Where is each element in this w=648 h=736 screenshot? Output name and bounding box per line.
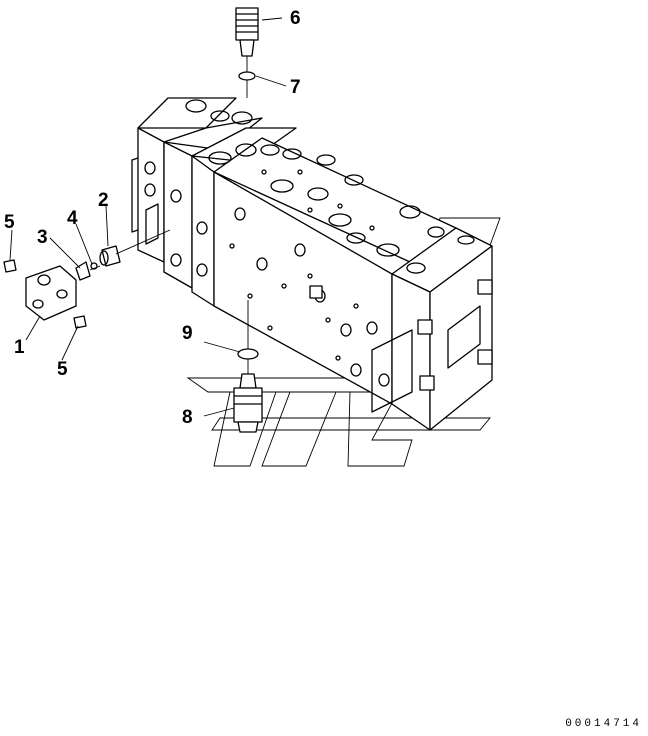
callout-8: 8	[182, 407, 193, 428]
callout-6: 6	[290, 8, 301, 29]
leader-lines	[9, 17, 287, 417]
front-face-ports	[144, 161, 493, 391]
callout-5-top: 5	[4, 212, 15, 233]
part-8-valve	[233, 373, 263, 433]
callout-9: 9	[182, 323, 193, 344]
callout-7: 7	[290, 77, 301, 98]
callout-3: 3	[37, 227, 48, 248]
part-5-bolt-top	[3, 259, 17, 273]
callout-5-bottom: 5	[57, 359, 68, 380]
callout-1: 1	[14, 337, 25, 358]
part-3-check-valve	[75, 261, 91, 281]
document-id: 00014714	[565, 718, 642, 730]
part-7-o-ring	[238, 71, 256, 81]
valve-ports	[185, 99, 475, 274]
control-valve-body	[131, 97, 493, 431]
part-1-cover	[25, 265, 77, 321]
part-2-plug	[99, 245, 121, 267]
part-6-relief-valve	[235, 7, 259, 57]
callout-4: 4	[67, 208, 78, 229]
part-4-ball	[90, 262, 98, 270]
part-5-bolt-bottom	[73, 315, 87, 329]
part-9-o-ring	[237, 348, 259, 360]
callout-2: 2	[98, 190, 109, 211]
